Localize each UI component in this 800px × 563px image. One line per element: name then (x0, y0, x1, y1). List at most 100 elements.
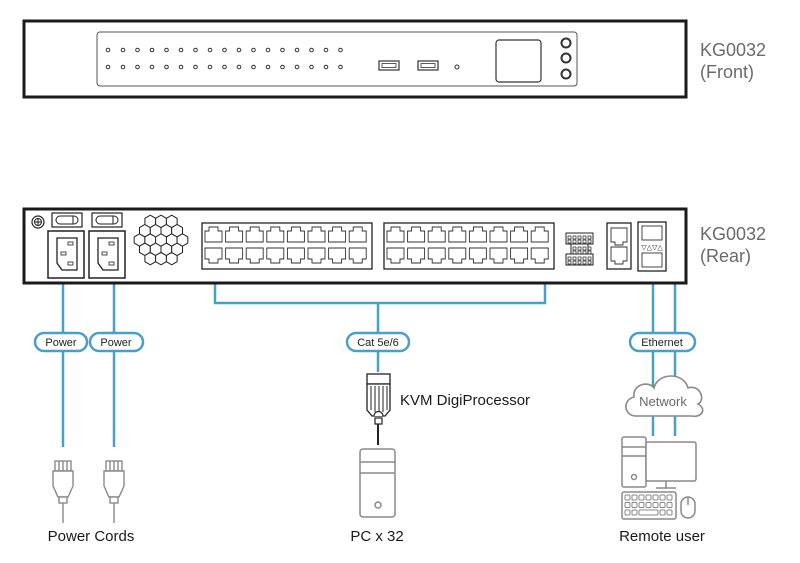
remote-monitor (645, 441, 697, 482)
front-led (294, 47, 300, 53)
front-led (164, 47, 169, 53)
rj45-port (386, 247, 405, 264)
rj45-port (386, 226, 405, 243)
power-inlet-1 (47, 230, 85, 279)
front-led (178, 47, 184, 53)
front-unit (22, 19, 688, 99)
rj45-port (225, 247, 244, 264)
keyboard-key (666, 509, 673, 516)
rj45-port (307, 247, 326, 264)
front-led (265, 47, 271, 53)
remote-workstation-icon (621, 436, 697, 520)
keyboard-key (638, 494, 645, 501)
rj45-port (286, 247, 305, 264)
front-led (265, 64, 271, 70)
power-switch-2 (91, 212, 123, 228)
daisy-pin (587, 235, 592, 240)
rj45-port (328, 247, 347, 264)
fan-vent-icon (133, 214, 189, 266)
keyboard-key (638, 502, 645, 508)
ethernet-label-pill: Ethernet (628, 331, 697, 353)
front-led (236, 64, 242, 70)
keyboard-key (659, 502, 666, 508)
front-led (222, 64, 227, 70)
network-cloud-icon: Network (625, 375, 704, 418)
kvm-digiprocessor-icon (366, 373, 391, 445)
fan-vent-cell (176, 233, 189, 247)
kvm-cable-label: Cat 5e/6 (357, 337, 399, 349)
usb-port-slot (420, 63, 436, 68)
rj45-port-array (204, 226, 549, 264)
daisy-pin (577, 235, 582, 240)
rj45-port (427, 226, 446, 243)
front-led (135, 64, 140, 70)
daisy-pin (572, 239, 577, 244)
front-display-panel (495, 39, 542, 83)
keyboard-key (624, 502, 631, 508)
front-button-icon (560, 52, 572, 64)
front-led (207, 64, 213, 70)
front-led (149, 47, 155, 53)
kvm-digiprocessor-label: KVM DigiProcessor (400, 392, 530, 409)
front-led (149, 64, 155, 70)
rj45-port (307, 226, 326, 243)
rj45-port (510, 247, 529, 264)
front-led (164, 64, 169, 70)
keyboard-key (631, 509, 638, 516)
keyboard-key (624, 494, 631, 501)
ethernet-label: Ethernet (641, 337, 683, 349)
keyboard-key (624, 509, 631, 516)
front-status-led (454, 64, 460, 70)
front-led (338, 47, 343, 53)
ground-screw-icon (31, 215, 45, 229)
ethernet-port-arrows: ▽△▽△ (641, 244, 663, 252)
rj45-port (489, 247, 508, 264)
rj45-port (204, 247, 223, 264)
front-led (193, 64, 198, 70)
power-switch-1 (51, 212, 83, 228)
daisy-pin (567, 235, 572, 240)
front-panel (96, 31, 578, 87)
rj45-port (245, 226, 264, 243)
daisy-pin (582, 246, 587, 251)
rj45-port (427, 247, 446, 264)
keyboard-key (659, 494, 666, 501)
pc-caption: PC x 32 (350, 528, 403, 545)
rj45-port (448, 247, 467, 264)
daisy-pin (577, 239, 582, 244)
rear-view-label: (Rear) (700, 246, 751, 266)
front-led (120, 47, 126, 53)
ethernet-port-pair: ▽△▽△ (637, 221, 667, 272)
rj45-port (328, 226, 347, 243)
rj45-port (468, 226, 487, 243)
rj45-port (407, 247, 426, 264)
daisy-pin (567, 256, 572, 261)
front-view-label: (Front) (700, 62, 754, 82)
front-led (323, 47, 329, 53)
keyboard-key (659, 509, 666, 516)
keyboard-key (652, 494, 659, 501)
rj45-port (407, 226, 426, 243)
front-led (280, 47, 285, 53)
power-plug-icon (103, 460, 125, 523)
power-cords-caption: Power Cords (48, 528, 135, 545)
rj45-port (489, 226, 508, 243)
daisy-pin (567, 239, 572, 244)
kvm-port-block-2 (383, 222, 555, 270)
kvm-cable-label-pill: Cat 5e/6 (345, 331, 411, 353)
pc-tower-icon (359, 448, 396, 518)
rear-model-label: KG0032 (700, 224, 766, 244)
daisy-pin (582, 235, 587, 240)
keyboard-spacebar (638, 509, 659, 516)
daisy-pin (572, 256, 577, 261)
daisy-pin (582, 256, 587, 261)
front-button-icon (560, 68, 572, 80)
daisy-pin (572, 260, 577, 265)
power-label-pill-2: Power (88, 331, 145, 353)
front-led (309, 64, 314, 70)
daisy-pin (577, 260, 582, 265)
daisy-pin (587, 246, 592, 251)
rj45-port (266, 247, 285, 264)
front-led (135, 47, 140, 53)
